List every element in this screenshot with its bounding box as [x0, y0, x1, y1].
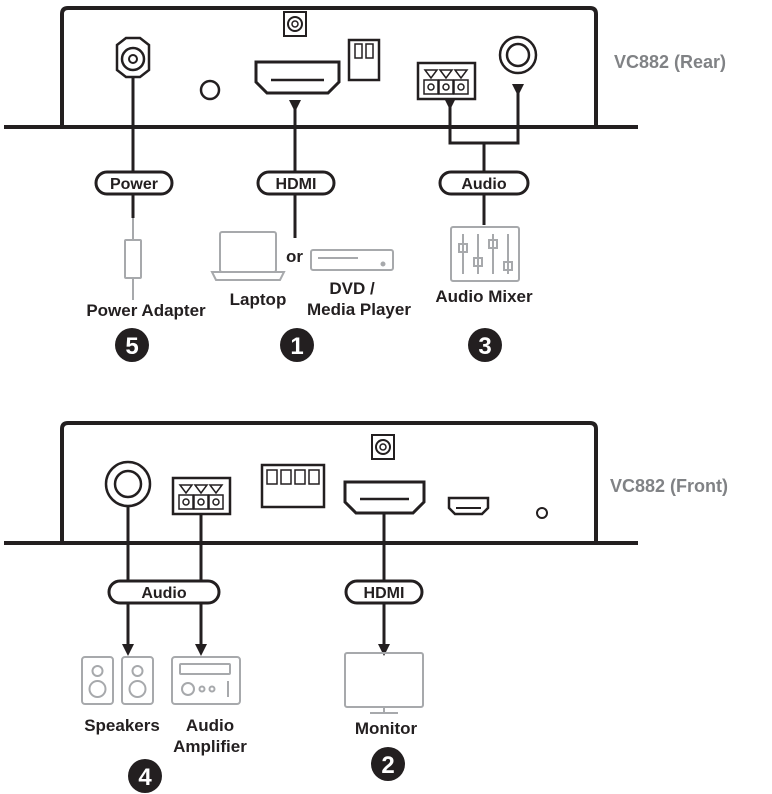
rear-pill-hdmi: HDMI: [256, 170, 336, 196]
laptop-label: Laptop: [230, 290, 287, 309]
front-panel: VC882 (Front): [4, 421, 728, 545]
step-badge-5: 5: [115, 328, 149, 362]
dip-switch-icon: [347, 38, 381, 82]
front-pill-audio-label: Audio: [141, 585, 187, 602]
audio-mixer-label: Audio Mixer: [435, 287, 533, 306]
step-badge-4: 4: [128, 759, 162, 793]
rear-pill-audio-label: Audio: [461, 176, 507, 193]
rear-audio-jack-icon: [498, 35, 538, 75]
front-pill-audio: Audio: [107, 579, 221, 605]
laptop-icon: [210, 231, 286, 281]
dvd-label-line2: Media Player: [307, 300, 411, 319]
rear-chassis-outline: [60, 6, 598, 127]
power-adapter-icon: [124, 218, 142, 300]
step-badge-4-number: 4: [138, 764, 152, 791]
amplifier-label-line1: Audio: [186, 716, 234, 735]
step-badge-2: 2: [371, 747, 405, 781]
rear-terminal-block-icon: [416, 61, 477, 101]
front-dip-switch-icon: [260, 463, 326, 509]
front-terminal-block-icon: [171, 476, 232, 516]
rear-connection-lines: [131, 76, 524, 238]
step-badge-3: 3: [468, 328, 502, 362]
speakers-label: Speakers: [84, 716, 160, 735]
amplifier-label-line2: Amplifier: [173, 737, 247, 756]
micro-hdmi-port-icon: [447, 496, 490, 516]
front-pill-hdmi: HDMI: [344, 579, 424, 605]
ground-screw-icon: [199, 79, 221, 101]
front-lock-screw-icon: [371, 434, 395, 460]
power-adapter-label: Power Adapter: [86, 301, 206, 320]
status-led-icon: [536, 507, 548, 519]
rear-pill-audio: Audio: [438, 170, 530, 196]
rear-pill-power-label: Power: [110, 176, 158, 193]
dvd-player-icon: [310, 249, 394, 271]
front-audio-jack-icon: [104, 460, 152, 508]
monitor-label: Monitor: [355, 719, 418, 738]
rear-panel: VC882 (Rear): [4, 6, 726, 129]
step-badge-2-number: 2: [381, 752, 394, 779]
front-chassis-outline: [60, 421, 598, 543]
step-badge-5-number: 5: [125, 333, 138, 360]
dc-power-jack-icon: [115, 36, 151, 79]
front-panel-title: VC882 (Front): [610, 476, 728, 496]
front-pill-hdmi-label: HDMI: [364, 585, 405, 602]
rear-panel-title: VC882 (Rear): [614, 52, 726, 72]
rear-hdmi-port-icon: [254, 60, 341, 95]
front-connection-lines: [122, 506, 390, 656]
step-badge-1: 1: [280, 328, 314, 362]
or-label: or: [286, 247, 303, 266]
speakers-icon: [81, 656, 154, 705]
rear-pill-power: Power: [94, 170, 174, 196]
step-badge-3-number: 3: [478, 333, 491, 360]
audio-mixer-icon: [450, 226, 520, 282]
audio-amplifier-icon: [171, 656, 241, 705]
step-badge-1-number: 1: [290, 333, 303, 360]
monitor-icon: [344, 652, 424, 714]
rear-lock-screw-icon: [283, 11, 307, 37]
front-hdmi-port-icon: [343, 480, 426, 515]
rear-pill-hdmi-label: HDMI: [276, 176, 317, 193]
dvd-label-line1: DVD /: [329, 279, 375, 298]
